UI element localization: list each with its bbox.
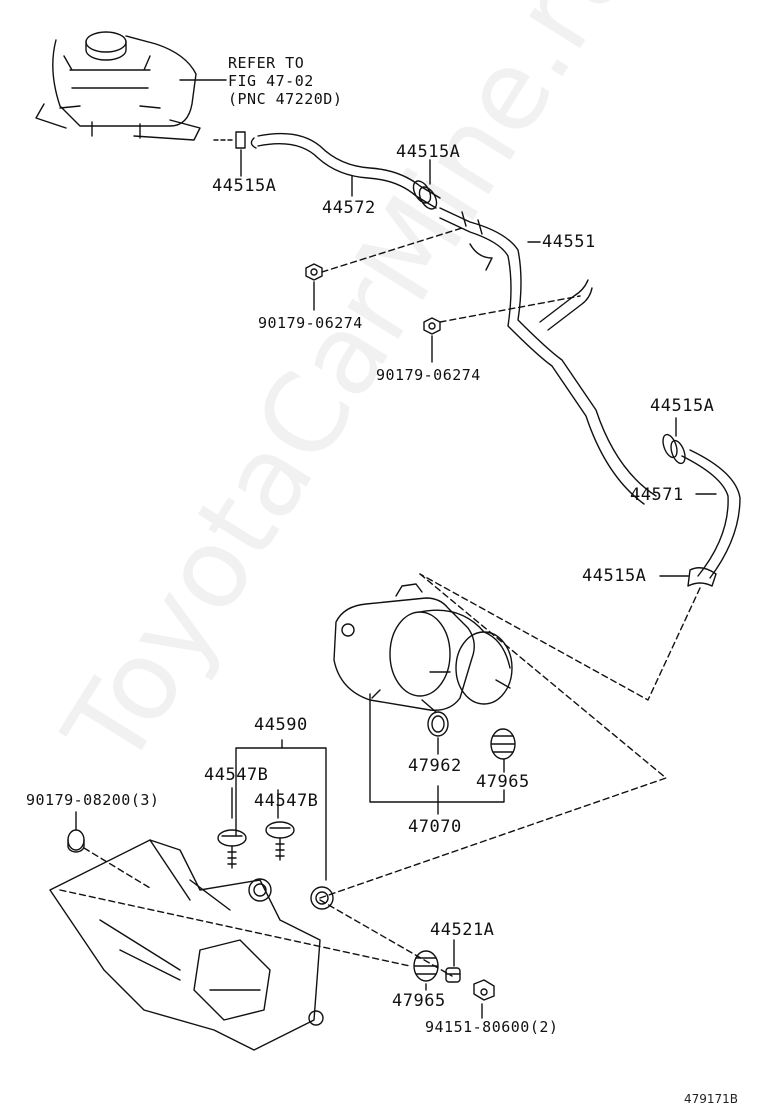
label-clamp-top-left: 44515A (212, 176, 277, 196)
label-bolt-44547b-a: 44547B (204, 765, 269, 785)
label-bracket-44590: 44590 (254, 715, 308, 735)
bracket-44590-tree (235, 747, 327, 881)
reference-note: REFER TO FIG 47-02 (PNC 47220D) (228, 54, 342, 108)
pipe-44551 (439, 207, 657, 505)
bracket-47070 (369, 693, 505, 803)
reservoir-tank (35, 31, 201, 141)
hose-44572 (250, 132, 441, 209)
label-clamp-mid: 44515A (650, 396, 715, 416)
label-pipe-44551: 44551 (542, 232, 596, 252)
ring-47962 (427, 711, 449, 737)
label-cushion-47965-b: 47965 (392, 991, 446, 1011)
figure-id: 479171B (684, 1092, 739, 1106)
bolt-44547b-b (265, 821, 295, 861)
reference-line-1: REFER TO (228, 54, 305, 72)
label-nut-90179-06274-a: 90179-06274 (258, 314, 363, 332)
clamp-mid (662, 433, 686, 465)
reference-line-3: (PNC 47220D) (228, 90, 343, 108)
clamp-44521a (445, 967, 461, 983)
label-assy-47070: 47070 (408, 817, 462, 837)
clamp-lower (687, 567, 717, 587)
bolt-44547b-a (217, 829, 247, 869)
reference-line-2: FIG 47-02 (228, 72, 314, 90)
label-clamp-lower: 44515A (582, 566, 647, 586)
label-nut-90179-06274-b: 90179-06274 (376, 366, 481, 384)
label-ring-47962: 47962 (408, 756, 462, 776)
leader-47962 (421, 699, 439, 755)
label-hose-44571: 44571 (630, 485, 684, 505)
nut-94151-80600 (473, 979, 495, 1001)
nut-90179-06274-b (423, 317, 441, 335)
label-bolt-44547b-b: 44547B (254, 791, 319, 811)
label-nut-94151-80600: 94151-80600(2) (425, 1018, 559, 1036)
nut-90179-08200 (67, 829, 85, 853)
lower-mounting-bracket (49, 839, 334, 1051)
small-clamp-left (235, 131, 246, 149)
nut-90179-06274-a (305, 263, 323, 281)
label-clamp-top-right: 44515A (396, 142, 461, 162)
hose-44571 (681, 449, 741, 579)
label-cushion-47965-a: 47965 (476, 772, 530, 792)
cushion-47965-b (413, 950, 439, 982)
motor-pump-assembly (333, 583, 513, 711)
label-clamp-44521a: 44521A (430, 920, 495, 940)
cushion-47965-a (490, 728, 516, 760)
label-hose-44572: 44572 (322, 198, 376, 218)
label-nut-90179-08200: 90179-08200(3) (26, 791, 160, 809)
clamp-top-right (412, 180, 438, 210)
